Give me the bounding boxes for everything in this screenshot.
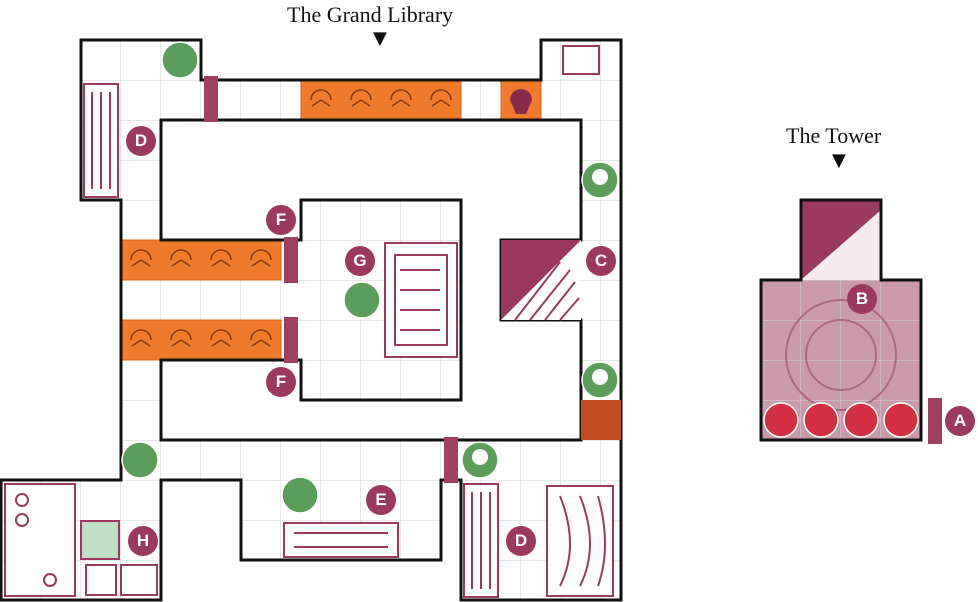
spider-icon	[281, 476, 319, 514]
table-e	[283, 522, 399, 558]
marker-c[interactable]: C	[586, 246, 616, 276]
chest-icon	[562, 45, 600, 75]
alchemist-bench-g	[384, 242, 458, 358]
marker-h[interactable]: H	[128, 526, 158, 556]
tower-title: The Tower	[786, 123, 882, 148]
marker-d-2[interactable]: D	[506, 526, 536, 556]
elf-icon	[843, 402, 879, 438]
marker-a[interactable]: A	[945, 406, 975, 436]
marker-f-2[interactable]: F	[266, 367, 296, 397]
marker-d-1[interactable]: D	[126, 126, 156, 156]
bookcase-d1	[83, 83, 119, 198]
furniture-h	[4, 483, 158, 597]
bookcase-d2	[463, 483, 499, 598]
dwarf-icon	[803, 402, 839, 438]
library-title: The Grand Library	[287, 2, 454, 27]
spider-icon	[121, 441, 159, 479]
stairs-c	[501, 240, 581, 321]
monster-tile-red	[581, 400, 621, 440]
dark-trap-tile	[510, 89, 532, 114]
table-right	[546, 485, 614, 597]
marker-f-1[interactable]: F	[266, 205, 296, 235]
doors	[204, 76, 942, 483]
spider-icon	[161, 41, 199, 79]
tower-arrow: ▼	[832, 150, 846, 171]
marker-b[interactable]: B	[847, 284, 877, 314]
marker-e[interactable]: E	[366, 485, 396, 515]
minotaur-icon	[343, 281, 381, 319]
marker-g[interactable]: G	[345, 246, 375, 276]
library-arrow: ▼	[373, 28, 387, 49]
heroes	[763, 402, 919, 438]
wizard-icon	[883, 402, 919, 438]
barbarian-icon	[763, 402, 799, 438]
trap-glyphs	[130, 89, 452, 347]
skull-glyphs	[472, 169, 608, 465]
